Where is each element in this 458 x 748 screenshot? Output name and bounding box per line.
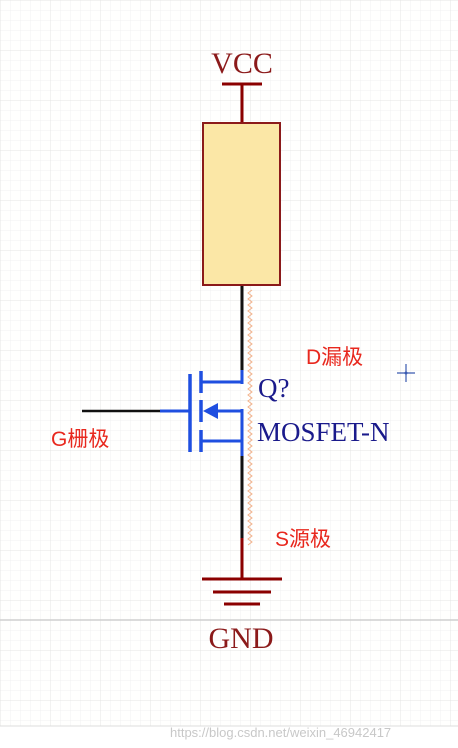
mosfet-n-symbol[interactable] [82,370,244,456]
gnd-power-port[interactable]: GND [202,577,282,655]
drain-annotation: D漏极 [306,346,363,369]
vcc-power-port[interactable]: VCC [211,47,273,122]
watermark-text: https://blog.csdn.net/weixin_46942417 [170,725,391,740]
crosshair-cursor-icon [397,364,415,382]
net-highlight-zigzag [247,289,253,546]
gate-annotation: G栅极 [51,428,109,451]
source-annotation: S源极 [275,528,331,551]
resistor-body[interactable] [202,122,281,286]
component-type[interactable]: MOSFET-N [257,417,390,447]
vcc-label: VCC [211,47,273,80]
body-arrow-icon [203,403,218,419]
bottom-strip [0,726,458,748]
grid-background [0,0,458,620]
grid-background-lower [0,620,458,726]
gnd-label: GND [209,622,274,655]
component-designator[interactable]: Q? [258,373,289,403]
